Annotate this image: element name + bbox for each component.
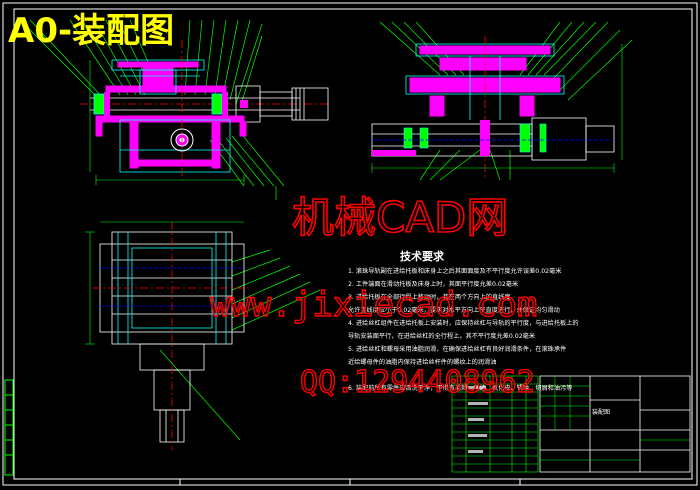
title-block-grid [540,376,690,461]
note-line: 1. 滚珠导轨副在进给托板和床身上之后其面面度及不平行度允许误差0.02毫米 [348,267,561,275]
plan-dimensions [85,221,244,345]
bearings-right [403,123,547,153]
motor-fill-left [240,100,248,108]
parts-list-fills [468,386,488,453]
revision-strip [4,379,14,476]
watermark-site: www.jixiecad.com [210,285,538,325]
dimensions-left [89,60,245,185]
title-block: 装配图 [451,375,691,473]
note-line: 近给螺母件的油脂内保持进给丝杆件的螺纹上的润滑油 [348,358,497,366]
title-block-label: 装配图 [592,408,610,416]
dimensions-right [371,44,623,173]
bed-left [95,115,247,169]
carriage-outline-left [111,59,205,95]
plan-view [85,221,321,450]
watermark-qq: QQ:1294408962 [300,365,535,400]
note-line: 2. 工件端面在滑动托板及床身上时，其面平行度允差0.02毫米 [348,280,518,288]
note-line: 6. 装配前所有零件应清洗干净，不得有毛刺、飞边、氧化皮、锈蚀、切屑和油污等 [348,384,572,392]
balloon-leaders-left [19,19,285,200]
bed-right-fill [372,120,490,156]
watermark: 机械CAD网 www.jixiecad.com QQ:1294408962 [209,192,538,401]
front-view-right [371,21,633,181]
note-line: 4. 进给丝杠组件在进给托板上安装时，应保持丝杠与导轨的平行度，与进给托板上的 [348,319,579,327]
bearing-left-b [104,92,228,116]
plan-leaders [159,249,321,441]
bed-outline-left [119,119,231,173]
front-view-left [19,19,330,200]
note-line: 3. 进给托板在全部行程上移动时，其在两个方向上的直线度 [348,293,511,301]
technical-notes: 技术要求 1. 滚珠导轨副在进给托板和床身上之后其面面度及不平行度允许误差0.0… [348,249,579,392]
notes-heading: 技术要求 [400,249,445,263]
motor-left [235,85,329,123]
watermark-brand: 机械CAD网 [292,193,508,242]
plan-centerlines [92,222,252,450]
note-line: 5. 进给丝杠和螺母采用油脂润滑，在确保进给丝杠有良好润滑条件，在滚珠承件 [348,345,566,353]
note-line: 导轨安装面平行，在进给丝杠的全行程上，其不平行度允差0.02毫米 [348,332,535,340]
sheet-title: A0-装配图 [8,11,174,51]
parts-list [451,375,539,473]
note-line: 允许直线度应小于0.02毫米，要求对水平方向上平直度进行，并保证均匀滑动 [348,306,560,314]
nut-left [170,128,194,152]
carriage-top-left [105,61,227,93]
title-block-main [539,375,691,473]
shaft-left [80,97,330,111]
